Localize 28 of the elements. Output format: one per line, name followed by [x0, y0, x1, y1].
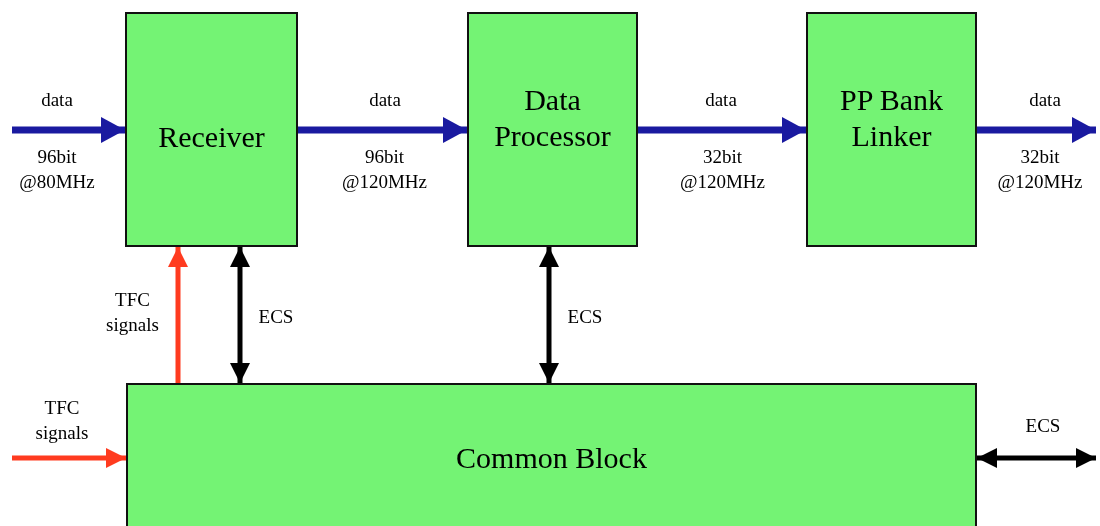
double-arrow — [539, 247, 559, 383]
signal-rate-label: 96bit @80MHz — [18, 145, 96, 194]
edge-label: ECS — [257, 305, 295, 329]
signal-rate-label: 96bit @120MHz — [340, 145, 428, 194]
signal-rate-label: 32bit @120MHz — [996, 145, 1084, 194]
edge-label: ECS — [1024, 414, 1062, 438]
process-box — [126, 383, 977, 526]
arrow — [168, 247, 188, 383]
node-label: Data Processor — [493, 82, 612, 154]
arrow — [12, 448, 126, 468]
arrow — [638, 117, 806, 143]
process-box — [806, 12, 977, 247]
edge-label: data — [40, 88, 74, 112]
process-box — [467, 12, 638, 247]
node-label: Receiver — [158, 119, 265, 155]
edge-label: TFC signals — [105, 288, 160, 337]
double-arrow — [977, 448, 1096, 468]
edge-label: data — [704, 88, 738, 112]
edge-label: ECS — [566, 305, 604, 329]
node-label: PP Bank Linker — [838, 82, 945, 154]
edge-label: TFC signals — [34, 396, 90, 445]
edge-label: data — [1028, 88, 1062, 112]
double-arrow — [230, 247, 250, 383]
edge-label: data — [368, 88, 402, 112]
signal-rate-label: 32bit @120MHz — [678, 145, 766, 194]
arrow — [298, 117, 467, 143]
process-box — [125, 12, 298, 247]
node-label: Common Block — [456, 440, 647, 476]
